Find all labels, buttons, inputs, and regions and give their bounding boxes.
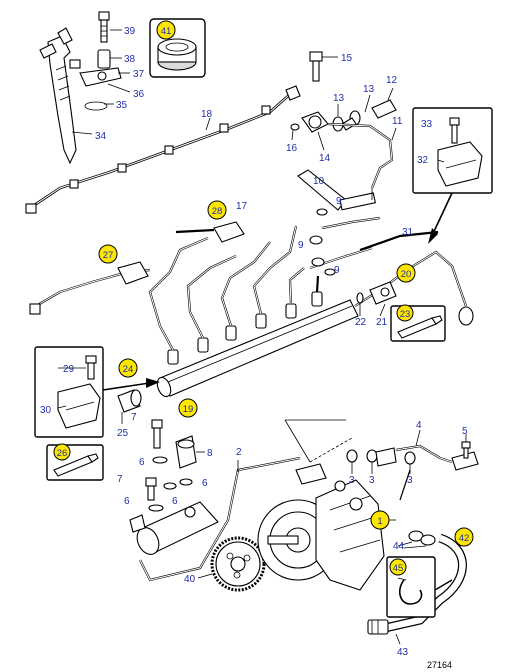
callout-9-low: 9 [334,265,340,276]
rail-fittings [297,169,381,276]
fuel-rail [29,221,474,398]
callout-13-left: 13 [333,93,345,104]
badge-19 [178,398,198,418]
callout-18: 18 [201,109,213,120]
callout-9-top: 9 [336,196,342,207]
callout-6-b: 6 [202,478,208,489]
circled-callout-42: 42 [459,533,470,544]
callout-37: 37 [133,69,145,80]
callout-38: 38 [124,54,136,65]
callout-39: 39 [124,26,136,37]
callout-3-c: 3 [407,475,413,486]
callout-6-a: 6 [139,457,145,468]
callout-32: 32 [417,155,429,166]
callout-5: 5 [462,426,468,437]
callout-7-top: 7 [131,412,137,423]
callout-2: 2 [236,447,242,458]
callout-34: 34 [95,131,107,142]
callout-44: 44 [393,541,405,552]
injector-harness [25,85,301,214]
callout-3-b: 3 [369,475,375,486]
callout-33: 33 [421,119,433,130]
pump-drive-gear [197,536,266,592]
pressure-relief-valve [117,389,142,424]
bracket-box-29 [34,346,160,438]
circled-callout-19: 19 [183,404,194,415]
callout-14: 14 [319,153,331,164]
boxed-callout-23: 23 [400,309,411,320]
callout-3-a: 3 [349,475,355,486]
boxed-callout-26: 26 [57,448,68,459]
callout-25: 25 [117,428,129,439]
badge-26 [53,443,71,461]
callout-13-right: 13 [363,84,375,95]
badge-20 [396,263,416,283]
boxed-callout-45: 45 [393,563,404,574]
badge-42 [454,527,474,547]
return-fittings [290,51,397,189]
callout-35: 35 [116,100,128,111]
callout-6-c: 6 [124,496,130,507]
callout-7-low: 7 [117,474,123,485]
injector-assembly [39,11,131,165]
pump-fittings [346,429,479,549]
callout-31: 31 [402,227,414,238]
callout-15: 15 [341,53,353,64]
boxed-callout-29: 29 [63,364,75,375]
bracket-box-32 [412,107,493,244]
callout-22: 22 [355,317,367,328]
circled-callout-20: 20 [401,269,412,280]
circled-callout-28: 28 [212,206,223,217]
callout-12: 12 [386,75,398,86]
circled-callout-41: 41 [161,26,172,37]
low-pressure-fittings [129,419,301,582]
callout-21: 21 [376,317,388,328]
badge-28 [207,200,227,220]
badge-45 [389,558,407,576]
callout-1-badge [370,510,390,530]
callout-4: 4 [416,420,422,431]
callout-16: 16 [286,143,298,154]
badge-23 [396,304,414,322]
boxed-callout-30: 30 [40,405,52,416]
circled-callout-24: 24 [123,364,134,375]
drawing-number: 27164 [427,660,452,670]
badge-41 [156,20,176,40]
callout-6-d: 6 [172,496,178,507]
callout-40: 40 [184,574,196,585]
callout-17: 17 [236,201,248,212]
badge-27 [98,244,118,264]
fuel-hose [367,533,467,645]
high-pressure-pump [257,419,396,591]
callout-11: 11 [392,116,403,127]
callout-43: 43 [397,647,409,658]
callout-36: 36 [133,89,145,100]
badge-24 [118,358,138,378]
callout-10: 10 [313,176,325,187]
circled-callout-27: 27 [103,250,114,261]
callout-1: 1 [377,516,382,527]
callout-9-mid: 9 [298,240,304,251]
callout-8: 8 [207,448,213,459]
